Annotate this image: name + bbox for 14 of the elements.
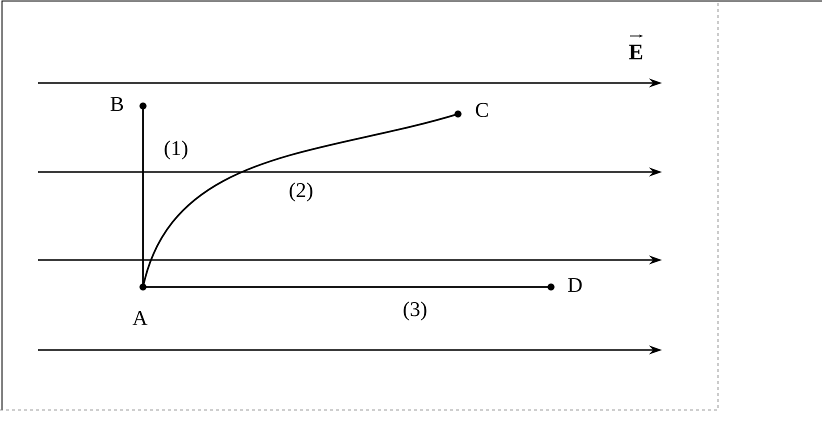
path-line: [142, 106, 144, 287]
field-symbol: E: [629, 44, 642, 60]
path-label: (1): [164, 140, 188, 160]
path-line: [143, 286, 551, 288]
path-label: (2): [290, 182, 312, 202]
point: B: [110, 97, 146, 111]
point: D: [548, 278, 582, 292]
node-label: C: [476, 102, 488, 118]
node-label: D: [568, 278, 582, 292]
path-label: (3): [404, 301, 426, 320]
node-label: A: [132, 311, 148, 325]
node-label: B: [110, 97, 123, 111]
point: C: [454, 102, 488, 118]
point: A: [132, 284, 148, 325]
